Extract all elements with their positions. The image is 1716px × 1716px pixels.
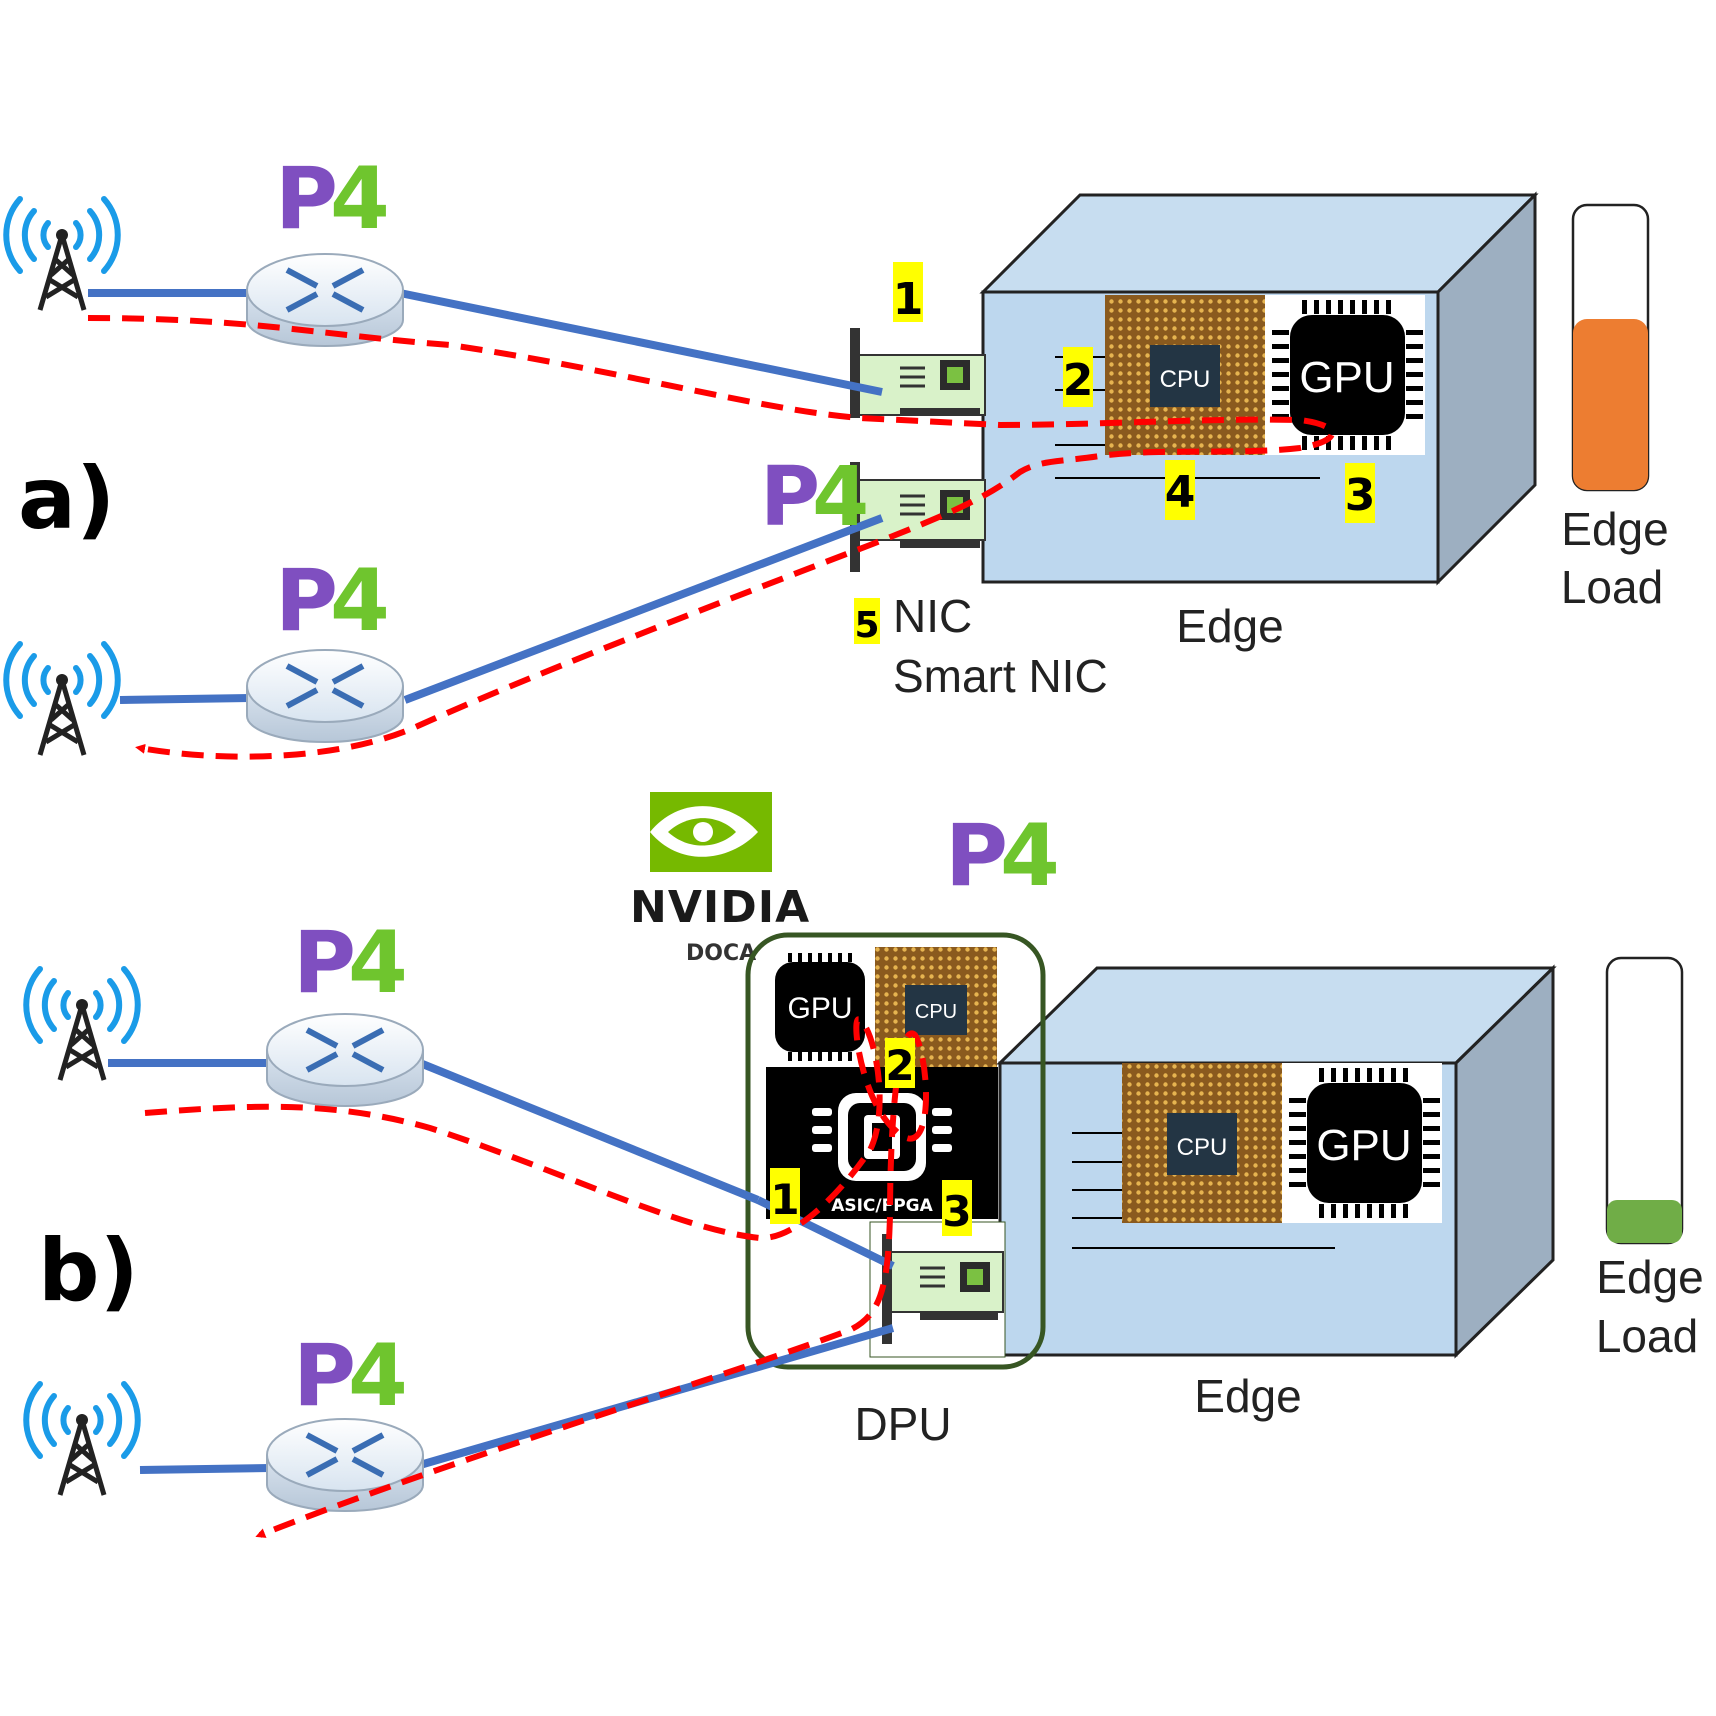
gpu-icon: GPU (1282, 1063, 1442, 1223)
p4-logo-p: P4 (293, 1326, 404, 1426)
step-badge: 2 (885, 1038, 915, 1090)
antenna-icon (3, 196, 121, 311)
nic-card-top (850, 328, 986, 418)
p4-logo: P4 (760, 450, 874, 545)
antenna-icon (23, 1381, 141, 1496)
load-meter-fill (1607, 1200, 1682, 1243)
svg-text:2: 2 (885, 1041, 914, 1090)
packet-path-a (87, 315, 1335, 760)
step-badge: 4 (1165, 460, 1196, 520)
load-meter-fill (1573, 319, 1648, 490)
edge-server-a: CPU GPU (979, 191, 1539, 586)
gpu-pins (1289, 1068, 1440, 1218)
nic-connector (900, 540, 980, 548)
smart-nic-label: Smart NIC (893, 650, 1108, 702)
load-label-line1: Edge (1561, 503, 1668, 555)
links-a (88, 289, 884, 704)
cpu-icon: CPU (1105, 295, 1265, 455)
edge-load-meter-a: Edge Load (1561, 203, 1669, 613)
step-badge: 1 (893, 262, 924, 325)
p4-logo: P4 (293, 913, 412, 1013)
step-badge: 5 (854, 598, 880, 646)
dpu-label: DPU (854, 1398, 951, 1450)
nic-traces (900, 494, 925, 516)
nvidia-logo: NVIDIA DOCA (630, 792, 810, 966)
dpu-outline (745, 932, 1046, 1370)
svg-text:3: 3 (942, 1187, 971, 1236)
svg-text:4: 4 (1165, 467, 1196, 518)
p4-logo-p: P4 (293, 913, 404, 1013)
antenna-icon (23, 966, 141, 1081)
cpu-icon: CPU (1122, 1063, 1282, 1223)
nic-bracket (850, 328, 860, 418)
asic-label: ASIC/FPGA (831, 1196, 933, 1216)
p4-logo-p: P4 (275, 551, 386, 651)
edge-label-b: Edge (1194, 1370, 1301, 1422)
svg-text:5: 5 (854, 605, 879, 646)
cpu-label: CPU (915, 1001, 957, 1023)
p4-logo-p: P4 (945, 806, 1056, 906)
nvidia-wordmark: NVIDIA (630, 882, 810, 933)
p4-logo-p: P4 (275, 149, 386, 249)
nic-chip-core (947, 367, 963, 383)
load-label-line2: Load (1596, 1310, 1698, 1362)
p4-logo: P4 (945, 806, 1064, 906)
edge-load-meter-b: Edge Load (1596, 956, 1704, 1362)
panel-a: a) CPU (3, 149, 1669, 760)
gpu-label: GPU (1299, 353, 1394, 402)
svg-text:1: 1 (770, 1175, 799, 1224)
cpu-die (905, 985, 967, 1035)
cpu-label: CPU (1177, 1134, 1228, 1161)
router-icon (266, 1013, 424, 1107)
cpu-die (1167, 1113, 1237, 1175)
step-badge: 3 (1345, 463, 1376, 523)
nic-label: NIC (893, 590, 972, 642)
nic-card (869, 1221, 1006, 1358)
gpu-icon: GPU (1265, 295, 1425, 455)
svg-text:3: 3 (1345, 470, 1376, 521)
step-badge: 1 (770, 1168, 800, 1224)
step-badge: 2 (1063, 347, 1094, 407)
gpu-label: GPU (1316, 1121, 1411, 1170)
cpu-die (1150, 345, 1220, 407)
gpu-label: GPU (787, 992, 852, 1025)
load-label-line2: Load (1561, 561, 1663, 613)
svg-text:2: 2 (1063, 355, 1094, 406)
nic-traces (900, 366, 925, 388)
nic-bracket (882, 1234, 892, 1344)
doca-label: DOCA (686, 941, 756, 966)
load-label-line1: Edge (1596, 1251, 1703, 1303)
nic-bracket (850, 462, 860, 572)
board-lines (1072, 1132, 1335, 1249)
step-badge: 3 (942, 1180, 972, 1236)
cpu-label: CPU (1160, 366, 1211, 393)
edge-server-b: CPU GPU (996, 964, 1557, 1359)
router-icon (266, 1418, 424, 1512)
p4-logo: P4 (293, 1326, 412, 1426)
antenna-icon (3, 641, 121, 756)
dpu-module: GPU CPU ASIC/FPGA (745, 932, 1046, 1370)
panel-a-label: a) (18, 449, 115, 549)
p4-logo: P4 (275, 149, 394, 249)
gpu-icon: GPU (775, 953, 865, 1061)
smart-nic-card (850, 462, 986, 572)
router-icon (246, 649, 404, 743)
packet-path-b (144, 1016, 930, 1538)
gpu-body (1307, 1083, 1422, 1203)
gpu-body (1290, 315, 1405, 435)
panel-b-label: b) (38, 1221, 139, 1321)
panel-b: b) NVIDIA DOCA P4 P4 P4 CPU (23, 792, 1704, 1538)
p4-logo-p: P4 (760, 450, 866, 545)
p4-logo: P4 (275, 551, 394, 651)
nic-connector (900, 408, 980, 416)
router-icon (246, 253, 404, 347)
svg-text:1: 1 (893, 274, 924, 325)
edge-label-a: Edge (1176, 600, 1283, 652)
